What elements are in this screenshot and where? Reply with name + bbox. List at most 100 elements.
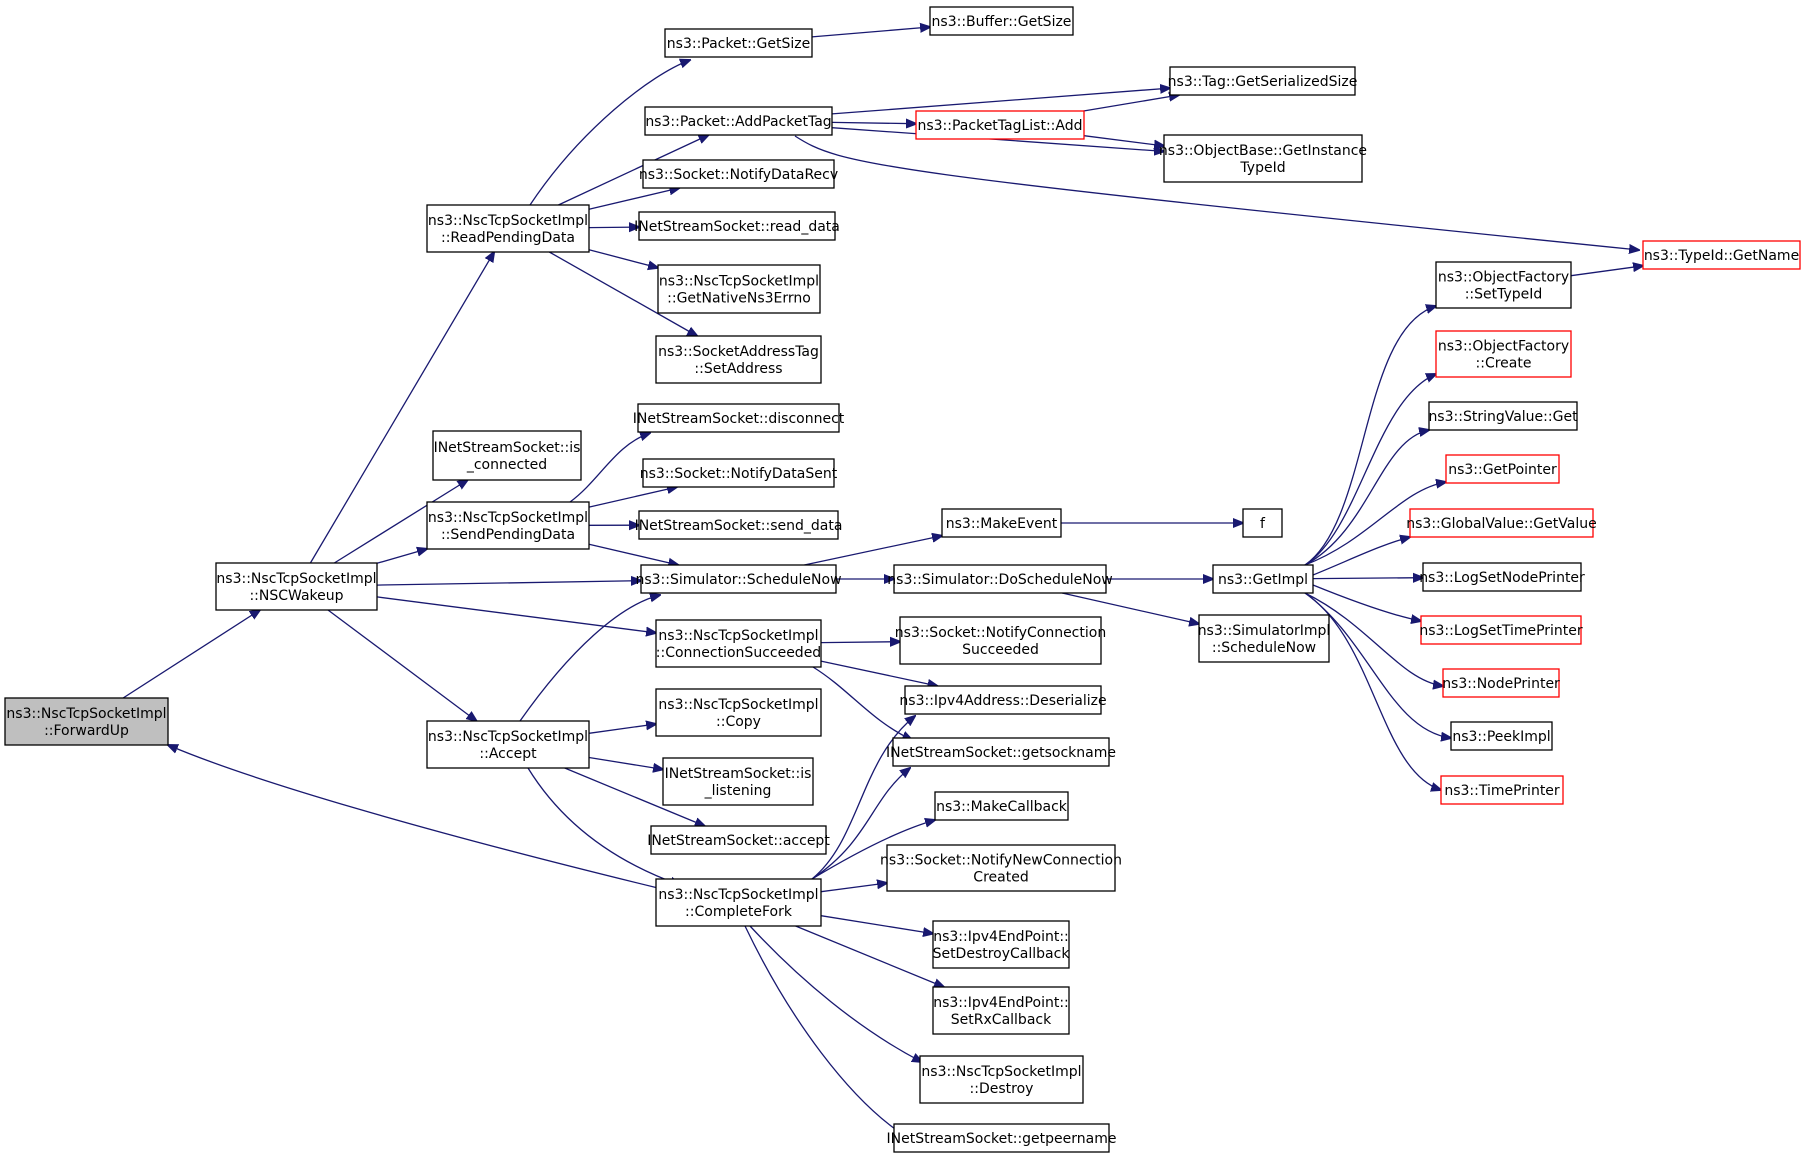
- node-timeprinter[interactable]: ns3::TimePrinter: [1440, 775, 1564, 805]
- node-box: [1163, 134, 1363, 183]
- node-completefork[interactable]: ns3::NscTcpSocketImpl::CompleteFork: [655, 878, 822, 927]
- node-label-line: _connected: [466, 457, 547, 473]
- node-box: [893, 1123, 1110, 1153]
- node-box: [1420, 615, 1582, 645]
- node-label-line: ::SendPendingData: [441, 527, 575, 543]
- node-forwardup[interactable]: ns3::NscTcpSocketImpl::ForwardUp: [4, 697, 169, 746]
- edge-addpackettag-to-taggetsersize: [831, 88, 1170, 115]
- node-schedulenow[interactable]: ns3::Simulator::ScheduleNow: [635, 564, 842, 594]
- node-label-line: ns3::ObjectFactory: [1438, 270, 1569, 286]
- node-setaddress[interactable]: ns3::SocketAddressTag::SetAddress: [655, 335, 822, 384]
- edge-addpackettag-to-packettaglistadd: [831, 122, 916, 123]
- node-label-line: ::Create: [1476, 356, 1532, 372]
- function-nodes: ns3::NscTcpSocketImpl::ForwardUpns3::Nsc…: [4, 6, 1801, 1153]
- node-stringvalueget[interactable]: ns3::StringValue::Get: [1428, 401, 1578, 431]
- node-getpointer[interactable]: ns3::GetPointer: [1445, 454, 1560, 484]
- node-box: [1212, 564, 1314, 594]
- node-box: [640, 564, 837, 594]
- node-label-line: INetStreamSocket::is: [434, 440, 581, 456]
- node-box: [1428, 401, 1578, 431]
- node-getpeername[interactable]: INetStreamSocket::getpeername: [887, 1123, 1117, 1153]
- node-disconnect[interactable]: INetStreamSocket::disconnect: [633, 403, 845, 433]
- edge-accept-to-islistening: [588, 756, 663, 770]
- node-readpending[interactable]: ns3::NscTcpSocketImpl::ReadPendingData: [426, 204, 590, 253]
- node-globalvaluegetvalue[interactable]: ns3::GlobalValue::GetValue: [1406, 508, 1597, 538]
- node-label-line: ns3::LogSetTimePrinter: [1419, 623, 1583, 639]
- node-ofcreate[interactable]: ns3::ObjectFactory::Create: [1435, 330, 1572, 378]
- edge-readpending-to-addpackettag: [558, 135, 708, 206]
- node-label-line: ns3::NscTcpSocketImpl: [659, 274, 819, 290]
- node-label-line: ns3::MakeCallback: [936, 799, 1068, 815]
- node-f[interactable]: f: [1242, 508, 1283, 538]
- node-box: [1435, 261, 1572, 309]
- node-nscwakeup[interactable]: ns3::NscTcpSocketImpl::NSCWakeup: [215, 562, 378, 611]
- node-label-line: INetStreamSocket::getsockname: [886, 745, 1116, 761]
- edge-addpackettag-to-typeidgetname: [794, 135, 1639, 250]
- edge-nscwakeup-to-accept: [327, 609, 477, 721]
- node-buffergetsize[interactable]: ns3::Buffer::GetSize: [929, 6, 1074, 36]
- node-connsucceeded[interactable]: ns3::NscTcpSocketImpl::ConnectionSucceed…: [655, 619, 822, 668]
- node-box: [638, 211, 836, 241]
- node-box: [934, 791, 1069, 821]
- node-label-line: ns3::NscTcpSocketImpl: [428, 729, 588, 745]
- node-box: [892, 737, 1110, 767]
- node-ofsettypeid[interactable]: ns3::ObjectFactory::SetTypeId: [1435, 261, 1572, 309]
- node-addpackettag[interactable]: ns3::Packet::AddPacketTag: [644, 106, 833, 136]
- node-makeevent[interactable]: ns3::MakeEvent: [941, 508, 1062, 538]
- edge-getimpl-to-logsetnodeprinter: [1312, 578, 1423, 579]
- node-packettaglistadd[interactable]: ns3::PacketTagList::Add: [915, 110, 1085, 140]
- node-destroy[interactable]: ns3::NscTcpSocketImpl::Destroy: [919, 1055, 1084, 1104]
- node-box: [1442, 668, 1560, 698]
- edge-accept-to-completefork: [527, 767, 680, 885]
- edge-nscwakeup-to-schedulenow: [376, 581, 641, 585]
- node-box: [919, 1055, 1084, 1104]
- node-doschedulenow[interactable]: ns3::Simulator::DoScheduleNow: [887, 564, 1113, 594]
- edge-nscwakeup-to-connsucceeded: [376, 596, 656, 633]
- node-ipv4deserialize[interactable]: ns3::Ipv4Address::Deserialize: [899, 685, 1107, 715]
- node-setdestroycb[interactable]: ns3::Ipv4EndPoint::SetDestroyCallback: [932, 920, 1071, 969]
- node-senddata[interactable]: INetStreamSocket::send_data: [635, 510, 843, 540]
- node-nodeprinter[interactable]: ns3::NodePrinter: [1442, 668, 1560, 698]
- node-typeidgetname[interactable]: ns3::TypeId::GetName: [1642, 240, 1801, 270]
- node-notifydatarecv[interactable]: ns3::Socket::NotifyDataRecv: [639, 159, 838, 189]
- node-box: [1642, 240, 1801, 270]
- node-setrxcb[interactable]: ns3::Ipv4EndPoint::SetRxCallback: [932, 986, 1070, 1035]
- node-label-line: ns3::GetImpl: [1218, 572, 1308, 588]
- node-makecallback[interactable]: ns3::MakeCallback: [934, 791, 1069, 821]
- node-islistening[interactable]: INetStreamSocket::is_listening: [662, 757, 814, 806]
- node-label-line: ns3::ObjectFactory: [1438, 339, 1569, 355]
- node-label-line: ns3::NscTcpSocketImpl: [428, 213, 588, 229]
- node-accept[interactable]: ns3::NscTcpSocketImpl::Accept: [426, 720, 590, 769]
- node-getsockname[interactable]: INetStreamSocket::getsockname: [886, 737, 1116, 767]
- node-label-line: ns3::Simulator::ScheduleNow: [635, 572, 841, 588]
- node-box: [662, 757, 814, 806]
- node-readdata[interactable]: INetStreamSocket::read_data: [634, 211, 840, 241]
- node-label-line: ns3::SocketAddressTag: [658, 344, 819, 360]
- node-box: [655, 688, 822, 737]
- node-label-line: ns3::LogSetNodePrinter: [1419, 570, 1585, 586]
- node-box: [1169, 66, 1356, 96]
- node-isconnected[interactable]: INetStreamSocket::is_connected: [432, 430, 582, 481]
- edge-nscwakeup-to-isconnected: [333, 480, 467, 564]
- node-box: [642, 458, 835, 488]
- node-getnativeerrno[interactable]: ns3::NscTcpSocketImpl::GetNativeNs3Errno: [657, 264, 821, 314]
- node-logsetnodeprinter[interactable]: ns3::LogSetNodePrinter: [1419, 562, 1585, 592]
- node-simimplschedulenow[interactable]: ns3::SimulatorImpl::ScheduleNow: [1198, 614, 1331, 663]
- node-sendpending[interactable]: ns3::NscTcpSocketImpl::SendPendingData: [426, 501, 590, 550]
- edge-accept-to-inetaccept: [564, 767, 705, 826]
- edge-forwardup-to-nscwakeup: [122, 610, 260, 699]
- edge-readpending-to-getnativeerrno: [588, 249, 658, 268]
- edge-ofsettypeid-to-typeidgetname: [1570, 266, 1643, 277]
- node-box: [638, 510, 839, 540]
- node-getimpl[interactable]: ns3::GetImpl: [1212, 564, 1314, 594]
- node-copy[interactable]: ns3::NscTcpSocketImpl::Copy: [655, 688, 822, 737]
- node-peekimpl[interactable]: ns3::PeekImpl: [1450, 721, 1553, 751]
- node-notifydatasent[interactable]: ns3::Socket::NotifyDataSent: [640, 458, 838, 488]
- node-logsettimeprinter[interactable]: ns3::LogSetTimePrinter: [1419, 615, 1583, 645]
- node-inetaccept[interactable]: INetStreamSocket::accept: [647, 825, 830, 855]
- node-taggetsersize[interactable]: ns3::Tag::GetSerializedSize: [1168, 66, 1358, 96]
- node-packetgetsize[interactable]: ns3::Packet::GetSize: [664, 28, 813, 58]
